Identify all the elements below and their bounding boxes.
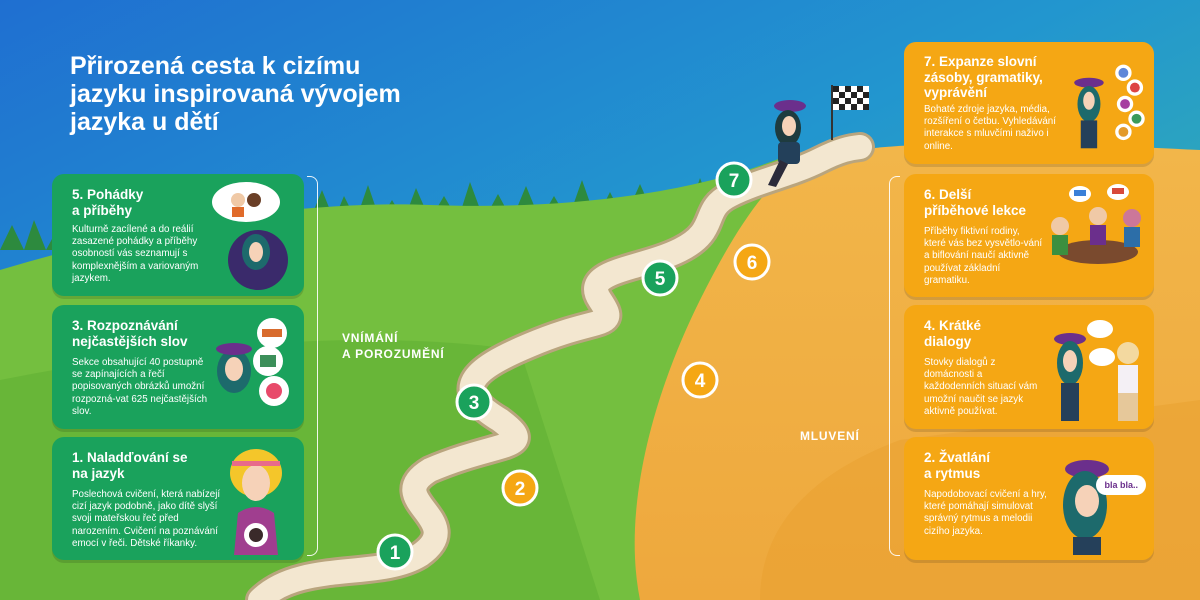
babbling-character-illustration-icon bbox=[1063, 460, 1109, 555]
short-dialogue-illustration-icon bbox=[1054, 320, 1139, 421]
character-sitting-icon bbox=[768, 100, 806, 187]
step-marker-label-2: 2 bbox=[515, 479, 526, 500]
step-marker-label-3: 3 bbox=[469, 393, 480, 414]
speech-bubble: bla bla.. bbox=[1096, 475, 1146, 495]
speaking-bracket bbox=[889, 176, 900, 556]
vocabulary-expansion-illustration-icon bbox=[1074, 64, 1145, 149]
finish-flag bbox=[831, 85, 869, 140]
fairy-tale-illustration-icon bbox=[212, 182, 288, 290]
word-recognition-illustration-icon bbox=[216, 318, 289, 406]
step-3-text: Sekce obsahující 40 postupně se zapínají… bbox=[72, 357, 208, 417]
step-marker-label-1: 1 bbox=[390, 543, 401, 564]
step-marker-7 bbox=[715, 161, 753, 199]
perception-bracket bbox=[307, 176, 318, 556]
step-marker-2 bbox=[501, 469, 539, 507]
step-marker-5 bbox=[641, 259, 679, 297]
step-marker-label-4: 4 bbox=[695, 371, 706, 392]
step-marker-label-5: 5 bbox=[655, 269, 666, 290]
step-6-text: Příběhy fiktivní rodiny, které vás bez v… bbox=[924, 226, 1043, 286]
step-marker-label-7: 7 bbox=[729, 171, 740, 192]
mother-and-baby-illustration-icon bbox=[230, 449, 282, 555]
page-title: Přirozená cesta k cizímu jazyku inspirov… bbox=[70, 52, 401, 136]
speaking-phase-label: MLUVENÍ bbox=[800, 429, 860, 443]
step-2-text: Napodobovací cvičení a hry, které pomáha… bbox=[924, 489, 1047, 537]
step-marker-3 bbox=[455, 383, 493, 421]
step-marker-4 bbox=[681, 361, 719, 399]
step-marker-1 bbox=[376, 533, 414, 571]
family-dinner-illustration-icon bbox=[1051, 184, 1141, 264]
step-marker-label-6: 6 bbox=[747, 253, 758, 274]
step-7-text: Bohaté zdroje jazyka, média, rozšíření o… bbox=[924, 104, 1056, 152]
step-1-text: Poslechová cvičení, která nabízejí cizí … bbox=[72, 489, 221, 549]
step-marker-6 bbox=[733, 243, 771, 281]
step-5-text: Kulturně zacílené a do reálií zasazené p… bbox=[72, 224, 199, 284]
step-4-text: Stovky dialogů z domácnosti a každodenní… bbox=[924, 357, 1038, 417]
